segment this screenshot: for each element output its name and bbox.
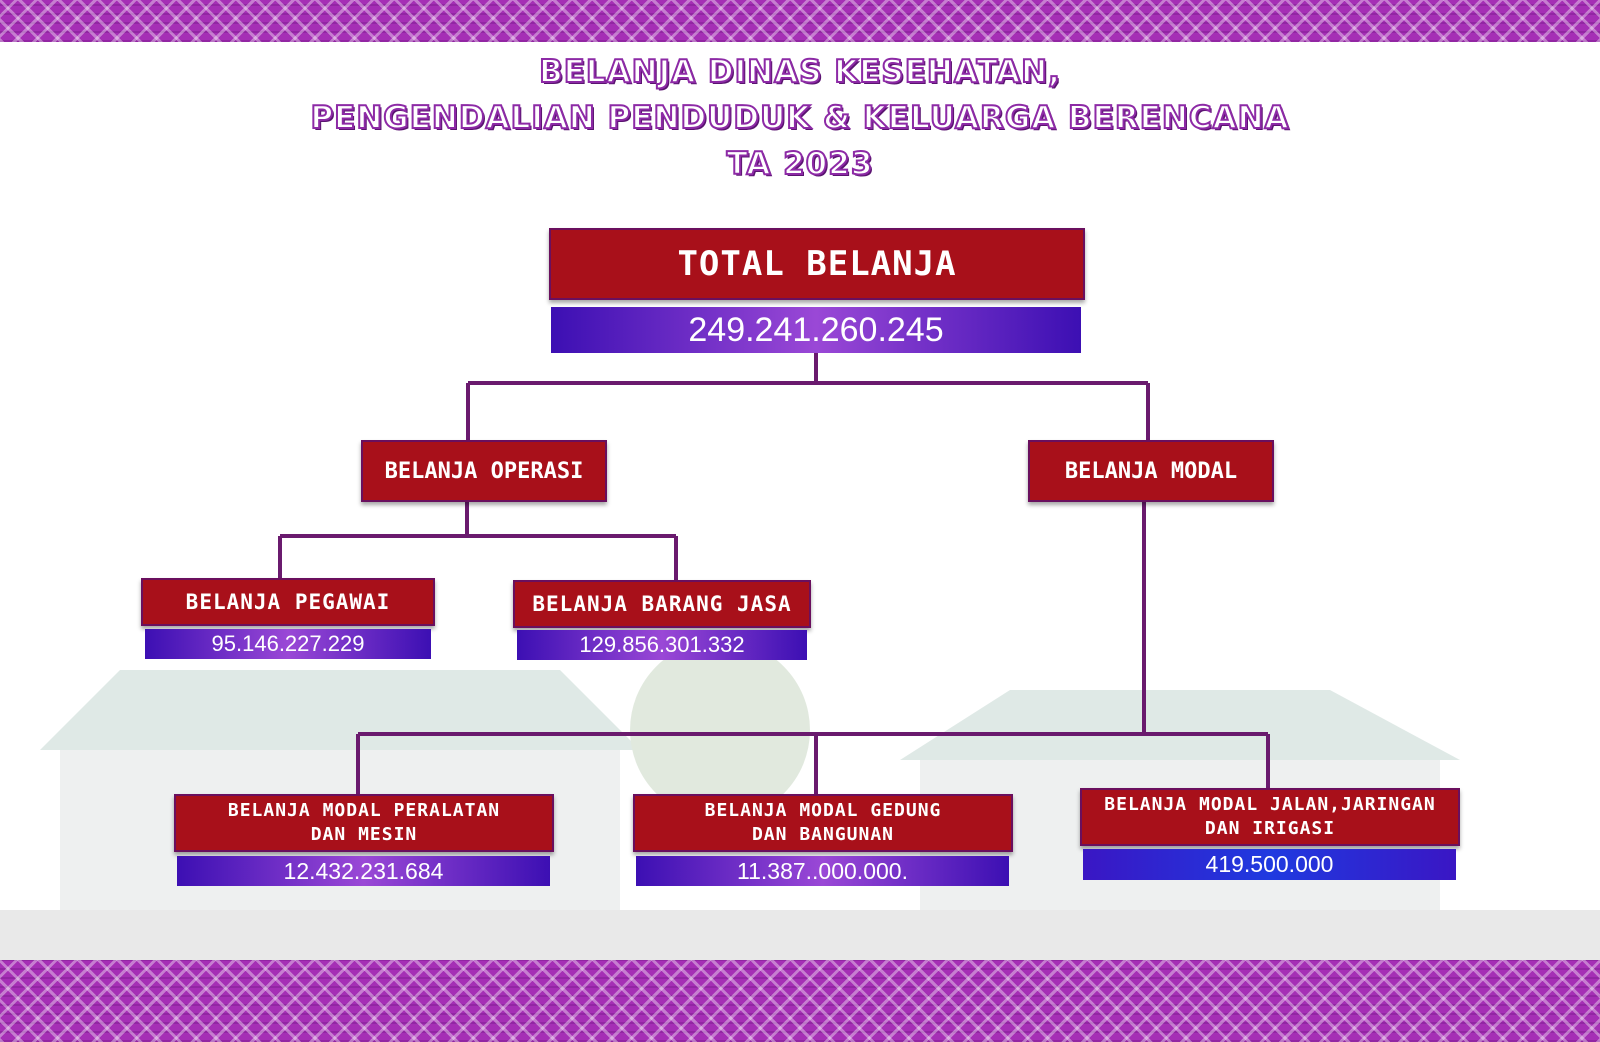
belanja-modal-jalan-line-1: BELANJA MODAL JALAN,JARINGAN	[1104, 794, 1436, 815]
top-pattern-band	[0, 0, 1600, 42]
belanja-modal-gedung-value-bar: 11.387..000.000.	[636, 856, 1009, 886]
total-belanja-value: 249.241.260.245	[688, 310, 944, 349]
title-line-1: BELANJA DINAS KESEHATAN,	[538, 53, 1061, 91]
belanja-modal-jalan-node: BELANJA MODAL JALAN,JARINGAN DAN IRIGASI	[1080, 788, 1460, 846]
belanja-modal-peralatan-line-2: DAN MESIN	[310, 824, 418, 845]
title-line-3: TA 2023	[726, 145, 874, 183]
belanja-barang-jasa-value-bar: 129.856.301.332	[517, 630, 807, 660]
belanja-modal-gedung-line-2: DAN BANGUNAN	[751, 824, 895, 845]
background-building-photo	[0, 650, 1600, 960]
belanja-pegawai-label: BELANJA PEGAWAI	[185, 590, 391, 614]
belanja-modal-peralatan-line-1: BELANJA MODAL PERALATAN	[227, 800, 501, 821]
belanja-operasi-label: BELANJA OPERASI	[384, 458, 584, 484]
belanja-modal-label: BELANJA MODAL	[1064, 458, 1238, 484]
belanja-modal-jalan-value-bar: 419.500.000	[1083, 849, 1456, 880]
belanja-modal-peralatan-node: BELANJA MODAL PERALATAN DAN MESIN	[174, 794, 554, 852]
total-belanja-value-bar: 249.241.260.245	[551, 307, 1081, 353]
belanja-modal-peralatan-value: 12.432.231.684	[283, 857, 444, 884]
belanja-pegawai-value: 95.146.227.229	[211, 631, 365, 656]
belanja-modal-node: BELANJA MODAL	[1028, 440, 1274, 502]
belanja-modal-gedung-value: 11.387..000.000.	[737, 857, 908, 884]
belanja-modal-gedung-line-1: BELANJA MODAL GEDUNG	[704, 800, 942, 821]
connector-total-to-branches	[466, 352, 1150, 440]
bottom-pattern-band	[0, 960, 1600, 1042]
belanja-modal-gedung-node: BELANJA MODAL GEDUNG DAN BANGUNAN	[633, 794, 1013, 852]
belanja-modal-jalan-line-2: DAN IRIGASI	[1204, 818, 1336, 839]
belanja-modal-jalan-value: 419.500.000	[1205, 851, 1334, 877]
belanja-operasi-node: BELANJA OPERASI	[361, 440, 607, 502]
total-belanja-label: TOTAL BELANJA	[677, 244, 957, 284]
belanja-pegawai-node: BELANJA PEGAWAI	[141, 578, 435, 626]
belanja-barang-jasa-label: BELANJA BARANG JASA	[532, 592, 792, 616]
connector-operasi-to-children	[278, 502, 678, 580]
connector-modal-to-children	[356, 502, 1270, 794]
belanja-barang-jasa-value: 129.856.301.332	[579, 632, 745, 657]
belanja-barang-jasa-node: BELANJA BARANG JASA	[513, 580, 811, 628]
belanja-modal-peralatan-value-bar: 12.432.231.684	[177, 856, 550, 886]
belanja-pegawai-value-bar: 95.146.227.229	[145, 629, 431, 659]
total-belanja-node: TOTAL BELANJA	[549, 228, 1085, 300]
title-line-2: PENGENDALIAN PENDUDUK & KELUARGA BERENCA…	[309, 99, 1290, 137]
